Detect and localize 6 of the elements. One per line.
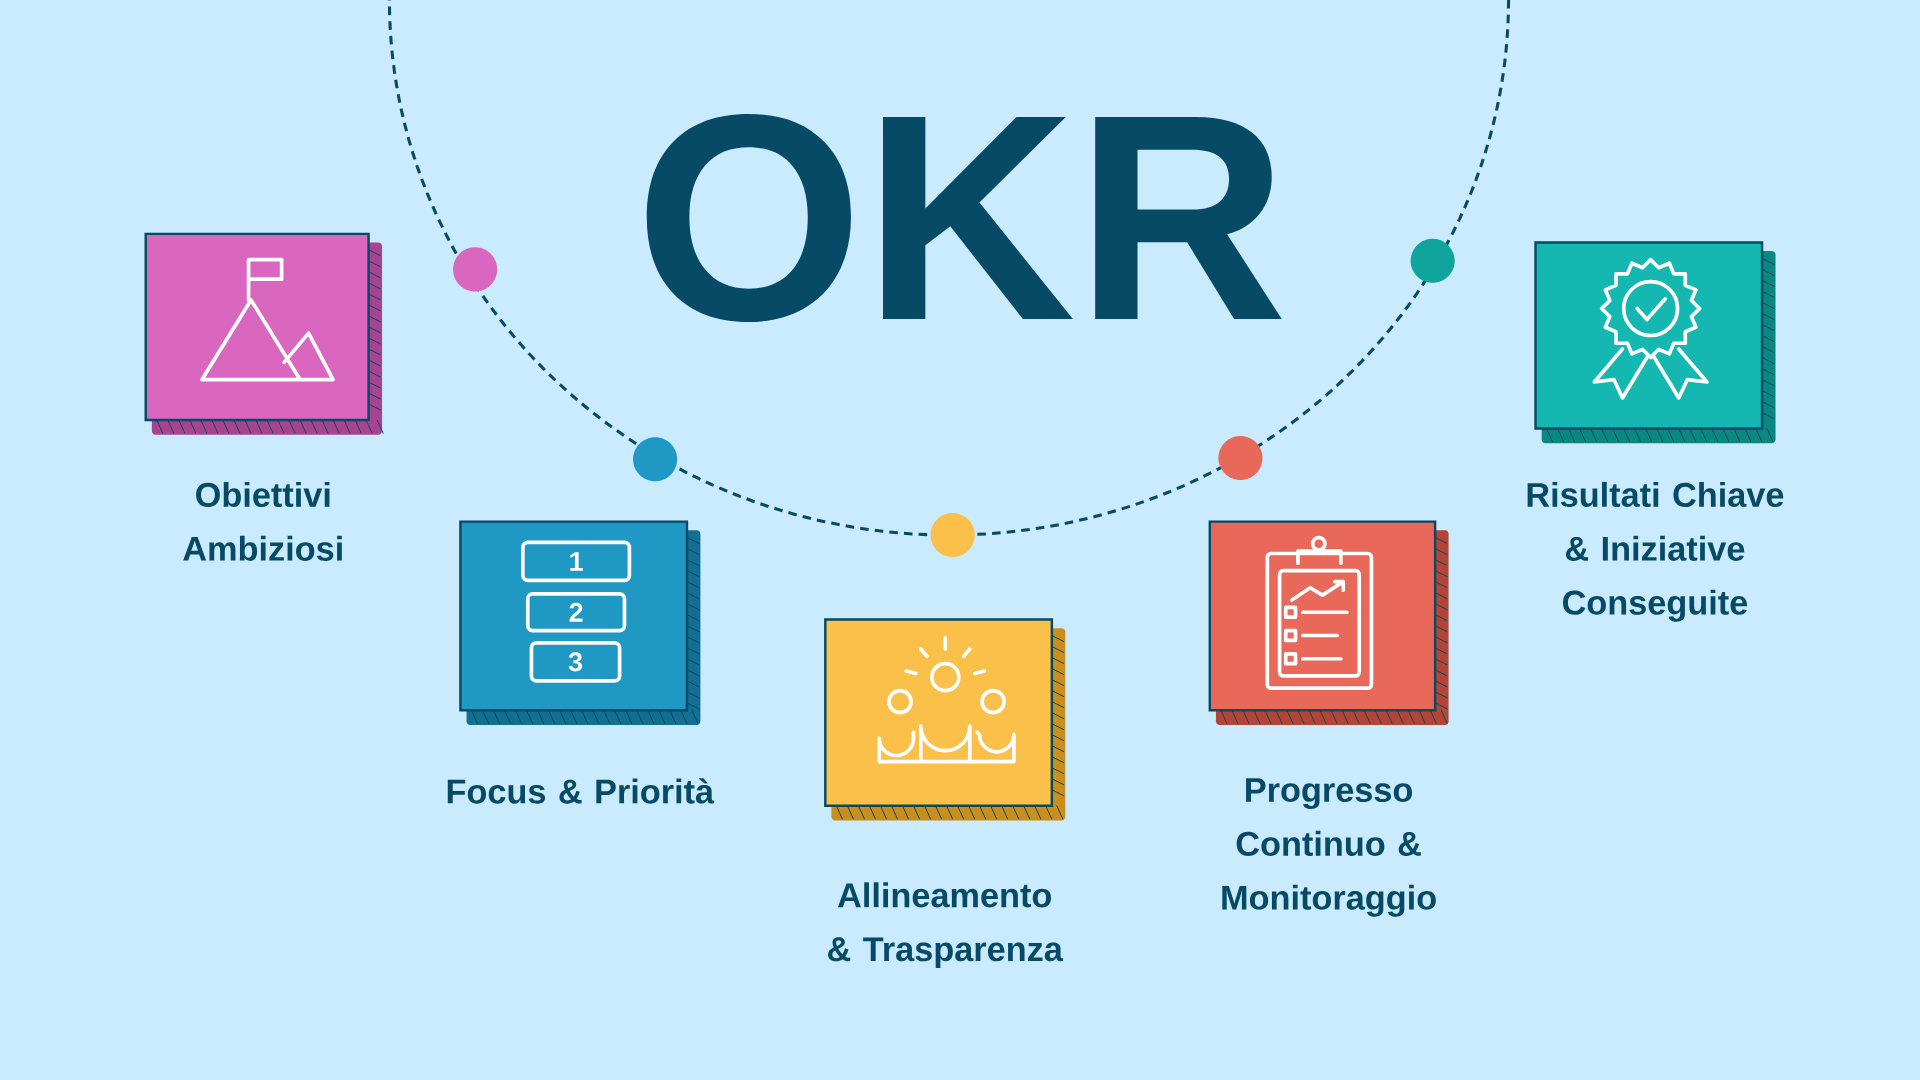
node-label: Focus & Priorità (447, 778, 715, 804)
title: OKR (646, 113, 1282, 322)
node-label: Allineamento & Trasparenza (828, 882, 1064, 969)
node-label: Risultati Chiave & Iniziative Conseguite (1527, 481, 1784, 622)
node-label: Obiettivi Ambiziosi (183, 481, 342, 561)
node-label: Progresso Continuo & Monitoraggio (1222, 778, 1436, 917)
